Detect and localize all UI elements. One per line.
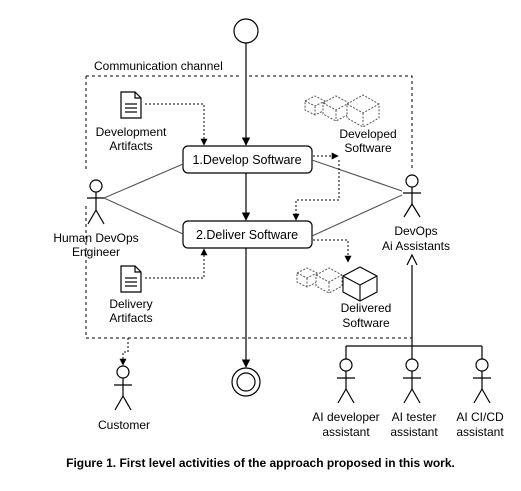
devops-ai-assistants-label-line1: DevOps xyxy=(394,224,437,238)
delivery-artifacts-label-line1: Delivery xyxy=(109,297,152,311)
developed-software-boxes-icon xyxy=(304,94,380,128)
delivered-software-label-line2: Software xyxy=(342,316,390,330)
activity-deliver-software-label: 2.Deliver Software xyxy=(196,228,298,242)
human-devops-engineer-label-line2: Engineer xyxy=(72,245,120,259)
development-artifacts-label-line2: Artifacts xyxy=(109,139,152,153)
ai-tester-assistant-actor[interactable] xyxy=(403,358,421,404)
initial-node xyxy=(233,18,259,44)
devops-ai-assistants-actor[interactable] xyxy=(403,174,421,218)
activity-deliver-software[interactable] xyxy=(182,220,313,249)
delivered-software-boxes-icon xyxy=(296,267,343,294)
human-devops-engineer-actor[interactable] xyxy=(87,179,105,225)
ai-tester-assistant-label-line2: assistant xyxy=(390,425,438,439)
development-artifacts-document-icon xyxy=(120,91,142,119)
human-devops-engineer-label-line1: Human DevOps xyxy=(53,231,138,245)
customer-actor[interactable] xyxy=(114,365,132,411)
ai-cicd-assistant-label-line1: AI CI/CD xyxy=(456,410,504,424)
flow-deliver-to-delivered-software xyxy=(313,239,352,263)
development-artifacts-label-line1: Development xyxy=(96,125,167,139)
developed-software-label-line2: Software xyxy=(344,141,392,155)
devops-ai-assistants-label-line2: Ai Assistants xyxy=(382,239,450,253)
developed-software-label-line1: Developed xyxy=(339,127,396,141)
ai-cicd-assistant-actor[interactable] xyxy=(473,358,491,404)
activity-develop-software[interactable] xyxy=(182,145,313,174)
ai-developer-assistant-label-line2: assistant xyxy=(322,425,370,439)
association-lines xyxy=(103,159,403,237)
delivery-artifacts-label-line2: Artifacts xyxy=(109,311,152,325)
delivered-software-label-line1: Delivered xyxy=(341,301,392,315)
activity-develop-software-label: 1.Develop Software xyxy=(192,153,301,167)
ai-developer-assistant-actor[interactable] xyxy=(337,358,355,404)
ai-tester-assistant-label-line1: AI tester xyxy=(392,410,437,424)
ai-developer-assistant-label-line1: AI developer xyxy=(312,410,379,424)
customer-label: Customer xyxy=(98,418,150,432)
ai-cicd-assistant-label-line2: assistant xyxy=(456,425,504,439)
flow-developed-software-to-deliver xyxy=(292,160,340,221)
figure-caption: Figure 1. First level activities of the … xyxy=(66,456,455,470)
delivered-software-box-large-icon xyxy=(342,266,378,302)
flow-delivery-artifacts-to-deliver xyxy=(145,248,208,279)
communication-channel-label: Communication channel xyxy=(94,59,223,73)
delivery-artifacts-document-icon xyxy=(120,265,142,293)
flow-channel-to-customer xyxy=(119,338,129,366)
final-node-inner xyxy=(236,372,256,392)
